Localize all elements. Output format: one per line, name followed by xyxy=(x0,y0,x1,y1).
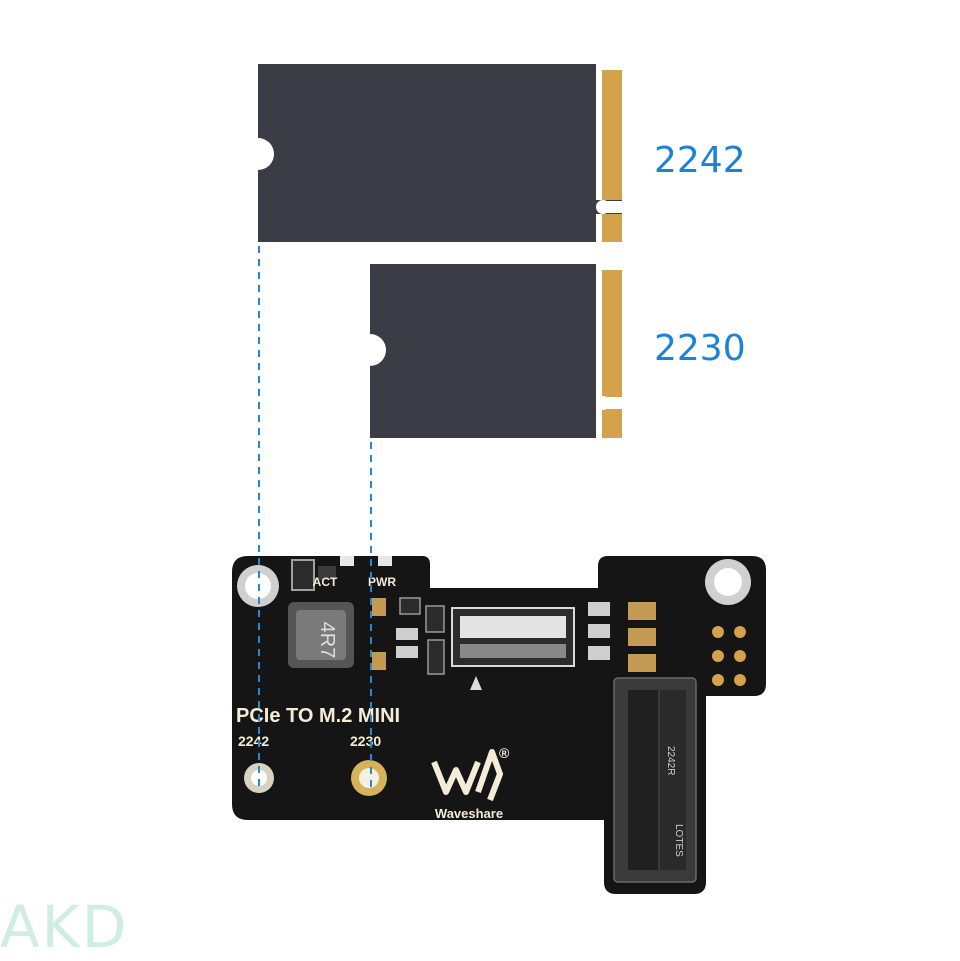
led-label-act: ACT xyxy=(313,575,338,589)
m2-card-2230 xyxy=(370,264,624,438)
card-label-2230: 2230 xyxy=(654,328,746,369)
watermark-logo: AKD xyxy=(0,893,129,961)
slot-marking-lotes: LOTES xyxy=(673,824,684,857)
pin1-marker xyxy=(470,676,482,690)
standoff-hole-2242 xyxy=(244,763,274,793)
hole-label-2242: 2242 xyxy=(238,733,269,749)
inductor xyxy=(288,602,354,668)
standoff-hole-2230 xyxy=(351,760,387,796)
hole-label-2230: 2230 xyxy=(350,733,381,749)
mount-hole-top-right xyxy=(705,559,751,605)
inductor-marking: 4R7 xyxy=(316,622,338,659)
slot-marking-2242r: 2242R xyxy=(665,746,676,775)
board-title: PCIe TO M.2 MINI xyxy=(236,705,400,727)
smd-components xyxy=(291,556,656,675)
m2-card-2242 xyxy=(258,64,624,242)
m2-slot xyxy=(613,677,697,883)
card-label-2242: 2242 xyxy=(654,140,746,181)
pcie-adapter-board: ACT PWR 4R7 PCIe TO M.2 MINI 2242 2230 ®… xyxy=(232,556,766,894)
ffc-connector xyxy=(451,607,575,667)
registered-mark: ® xyxy=(499,745,510,761)
waveshare-logo: ® Waveshare xyxy=(431,745,510,821)
brand-name: Waveshare xyxy=(435,806,503,821)
pin-header xyxy=(712,626,746,686)
led-label-pwr: PWR xyxy=(368,575,396,589)
